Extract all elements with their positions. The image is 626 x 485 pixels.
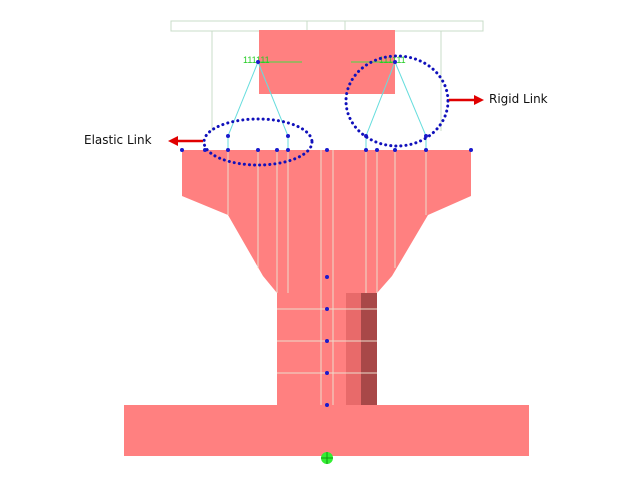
rigid-links	[227, 61, 427, 150]
node	[325, 148, 329, 152]
node	[424, 134, 428, 138]
elastic-link-callout	[202, 117, 314, 167]
node-tags: 111111 111111	[243, 55, 406, 65]
node	[256, 60, 260, 64]
node	[469, 148, 473, 152]
node	[275, 148, 279, 152]
node-tag-left: 111111	[243, 55, 270, 65]
node	[364, 148, 368, 152]
rigid-link-label: Rigid Link	[489, 92, 548, 106]
pier-column-shade	[346, 293, 361, 405]
node	[256, 148, 260, 152]
node	[393, 148, 397, 152]
arrow-left-icon	[168, 136, 203, 146]
node	[325, 307, 329, 311]
node	[286, 148, 290, 152]
pier-cap	[182, 150, 471, 293]
elastic-links	[227, 61, 289, 137]
node	[393, 60, 397, 64]
node	[424, 148, 428, 152]
node	[180, 148, 184, 152]
rigid-link-callout	[344, 54, 450, 148]
node	[325, 275, 329, 279]
elastic-link-label: Elastic Link	[84, 133, 152, 147]
fixed-support-icon	[321, 452, 333, 464]
node	[226, 134, 230, 138]
footing	[124, 405, 529, 456]
node	[325, 339, 329, 343]
nodes	[180, 60, 473, 407]
pier-column-shadow	[361, 293, 377, 405]
node	[375, 148, 379, 152]
node	[226, 148, 230, 152]
node	[286, 134, 290, 138]
node	[325, 371, 329, 375]
node	[325, 403, 329, 407]
arrow-right-icon	[449, 95, 484, 105]
node-tag-right: 111111	[379, 55, 406, 65]
